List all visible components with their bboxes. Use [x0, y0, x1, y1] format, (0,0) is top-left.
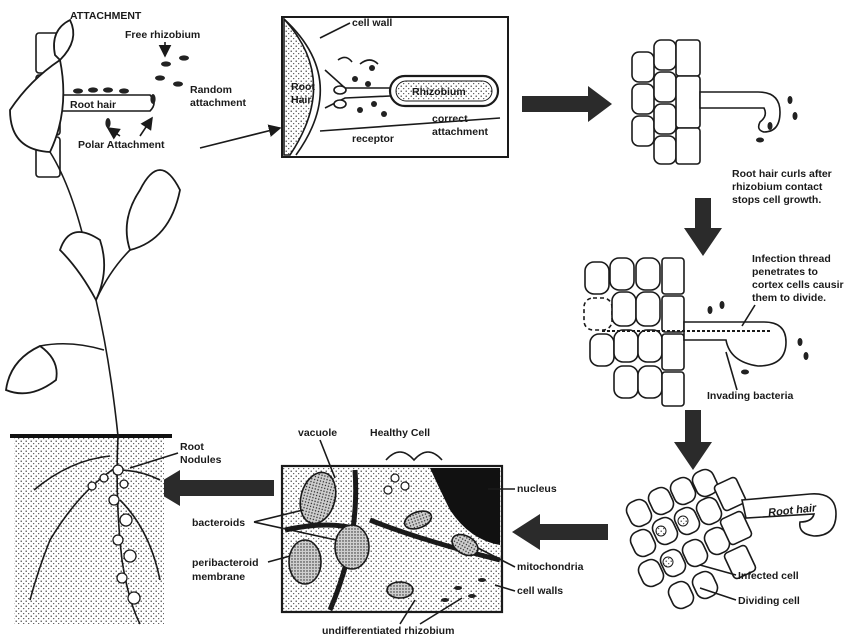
invading-bacteria-label: Invading bacteria	[707, 390, 794, 402]
vacuole-label: vacuole	[298, 427, 337, 439]
rhizobium-bacteria	[73, 55, 189, 128]
correct-label-1: correct	[432, 113, 468, 125]
healthy-cell-label: Healthy Cell	[370, 427, 430, 439]
arrow-down-1	[684, 198, 722, 256]
bacteroid	[335, 525, 369, 569]
receptor-label: receptor	[352, 133, 394, 145]
infection-caption-3: cortex cells causir	[752, 279, 844, 291]
panel-curl: Root hair curls after rhizobium contact …	[632, 40, 832, 206]
bacteroid	[289, 540, 321, 584]
root-hair-label-1: Root	[291, 81, 315, 93]
nodule-cells	[624, 467, 757, 612]
arrow-left-1	[512, 514, 608, 550]
root-nodules-label-2: Nodules	[180, 454, 222, 466]
root-hair-label-2: Hair	[291, 94, 311, 106]
cell-wall-label: cell wall	[352, 17, 392, 29]
infection-caption-2: penetrates to	[752, 266, 818, 278]
random-label-2: attachment	[190, 97, 247, 109]
curl-caption-3: stops cell growth.	[732, 194, 821, 206]
nucleus-label: nucleus	[517, 483, 557, 495]
random-label-1: Random	[190, 84, 232, 96]
root-hair-label: Root hair	[70, 99, 116, 111]
curl-caption-2: rhizobium contact	[732, 181, 823, 193]
peribacteroid-label-2: membrane	[192, 571, 245, 583]
leaves	[6, 20, 180, 393]
infection-caption-4: them to divide.	[752, 292, 826, 304]
dividing-cell-label: Dividing cell	[738, 595, 800, 607]
panel-infection: Infection thread penetrates to cortex ce…	[584, 253, 844, 406]
infection-caption-1: Infection thread	[752, 253, 831, 265]
cortex-cells	[632, 40, 700, 164]
infected-cell-label: Infected cell	[738, 570, 799, 582]
rhizobium-label: Rhizobium	[412, 86, 466, 98]
cell-walls-label: cell walls	[517, 585, 563, 597]
root-nodules-label-1: Root	[180, 441, 204, 453]
peribacteroid-label-1: peribacteroid	[192, 557, 259, 569]
panel-nodule-formation: Root hair Infected cell Dividing cell	[624, 467, 836, 612]
polar-attachment-label: Polar Attachment	[78, 139, 165, 151]
curl-caption-1: Root hair curls after	[732, 168, 832, 180]
arrow-down-2	[674, 410, 712, 470]
healthy-cell-brace	[386, 452, 442, 460]
bacteroids-label: bacteroids	[192, 517, 245, 529]
arrow-left-2	[150, 470, 274, 506]
attachment-heading: ATTACHMENT	[70, 10, 142, 22]
arrow-right	[522, 86, 612, 122]
correct-label-2: attachment	[432, 126, 489, 138]
mitochondria-label: mitochondria	[517, 561, 584, 573]
free-rhizobium-label: Free rhizobium	[125, 29, 200, 41]
mitochondrion	[387, 582, 413, 598]
panel-receptor: Root Hair cell wall Rhizobium receptor c…	[282, 17, 508, 157]
root-hair-infected	[684, 322, 786, 366]
undifferentiated-label: undifferentiated rhizobium	[322, 625, 454, 637]
